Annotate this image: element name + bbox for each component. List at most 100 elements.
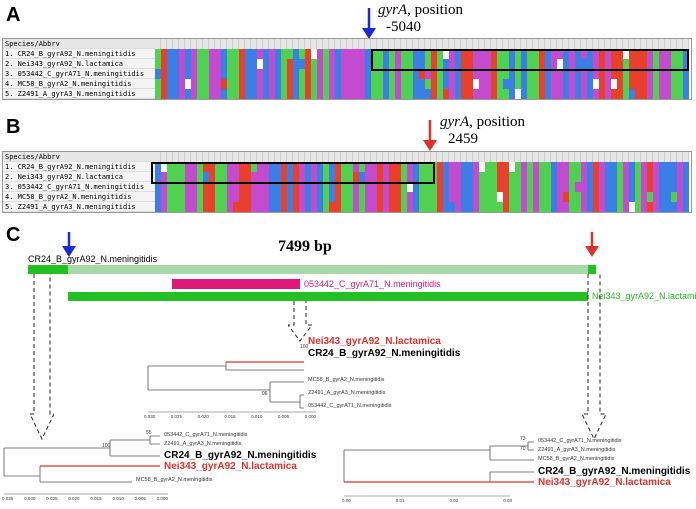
nucleotide-cell (335, 49, 341, 59)
ruler-cell (557, 152, 563, 162)
ruler-cell (611, 152, 617, 162)
nucleotide-cell (191, 59, 197, 69)
nucleotide-cell (161, 162, 167, 172)
nucleotide-cell (353, 79, 359, 89)
nucleotide-cell (221, 49, 227, 59)
tree-right-ticks: 0.00 0.01 0.02 0.03 (342, 498, 512, 503)
nucleotide-cell (461, 162, 467, 172)
nucleotide-cell (485, 192, 491, 202)
nucleotide-cell (617, 162, 623, 172)
nucleotide-cell (167, 172, 173, 182)
nucleotide-cell (269, 89, 275, 99)
map-bar-green (68, 292, 588, 301)
tree-left-leaf-2: Z2491_A_gyrA3_N.meningitidis (164, 441, 242, 447)
nucleotide-cell (293, 79, 299, 89)
nucleotide-cell (473, 202, 479, 212)
nucleotide-cell (509, 182, 515, 192)
nucleotide-cell (575, 69, 581, 79)
nucleotide-cell (677, 59, 683, 69)
nucleotide-cell (155, 192, 161, 202)
nucleotide-cell (551, 182, 557, 192)
nucleotide-cell (557, 172, 563, 182)
ruler-cell (449, 152, 455, 162)
ruler-cell (419, 39, 425, 49)
nucleotide-cell (611, 59, 617, 69)
nucleotide-cell (239, 89, 245, 99)
nucleotide-cell (209, 182, 215, 192)
nucleotide-cell (203, 69, 209, 79)
nucleotide-cell (683, 49, 689, 59)
nucleotide-cell (383, 172, 389, 182)
ruler-cell (533, 152, 539, 162)
nucleotide-cell (467, 172, 473, 182)
ruler-cell (683, 152, 689, 162)
sequence-row (155, 182, 689, 192)
nucleotide-cell (635, 162, 641, 172)
nucleotide-cell (455, 59, 461, 69)
nucleotide-cell (665, 202, 671, 212)
ruler-cell (287, 39, 293, 49)
connector-left-icon (30, 274, 54, 441)
nucleotide-cell (353, 49, 359, 59)
nucleotide-cell (509, 79, 515, 89)
nucleotide-cell (665, 49, 671, 59)
nucleotide-cell (461, 182, 467, 192)
nucleotide-cell (659, 89, 665, 99)
ruler-cell (677, 39, 683, 49)
nucleotide-cell (599, 89, 605, 99)
ruler-cell (533, 39, 539, 49)
nucleotide-cell (287, 59, 293, 69)
panel-b-annotation: gyrA, position 2459 (440, 114, 525, 148)
nucleotide-cell (575, 79, 581, 89)
sequence-row (155, 69, 689, 79)
nucleotide-cell (677, 202, 683, 212)
nucleotide-cell (527, 59, 533, 69)
nucleotide-cell (569, 192, 575, 202)
nucleotide-cell (245, 192, 251, 202)
nucleotide-cell (401, 182, 407, 192)
nucleotide-cell (545, 49, 551, 59)
ruler-cell (515, 152, 521, 162)
nucleotide-cell (431, 49, 437, 59)
nucleotide-cell (239, 162, 245, 172)
ruler-cell (593, 152, 599, 162)
nucleotide-cell (491, 162, 497, 172)
ruler-cell (479, 152, 485, 162)
nucleotide-cell (329, 162, 335, 172)
tree-center-leaf-4: Z2491_A_gyrA3_N.meningitidis (308, 390, 386, 396)
tree-center: 100 96 Nei343_gyrA92_N.lactamica CR24_B_… (140, 336, 460, 424)
nucleotide-cell (401, 49, 407, 59)
tree-center-ticks: 0.030 0.025 0.020 0.015 0.010 0.005 0.00… (144, 414, 316, 419)
nucleotide-cell (461, 49, 467, 59)
nucleotide-cell (581, 69, 587, 79)
nucleotide-cell (569, 202, 575, 212)
nucleotide-cell (377, 69, 383, 79)
ruler-cell (413, 39, 419, 49)
nucleotide-cell (449, 172, 455, 182)
nucleotide-cell (377, 49, 383, 59)
nucleotide-cell (317, 89, 323, 99)
nucleotide-cell (161, 89, 167, 99)
nucleotide-cell (203, 79, 209, 89)
nucleotide-cell (599, 79, 605, 89)
ruler-cell (209, 152, 215, 162)
nucleotide-cell (293, 182, 299, 192)
tree-right: 73 70 053442_C_gyrA71_N.meningitidis Z24… (340, 434, 694, 508)
alignment-b-header: Species/Abbrv (3, 152, 155, 162)
nucleotide-cell (671, 79, 677, 89)
nucleotide-cell (173, 79, 179, 89)
nucleotide-cell (485, 172, 491, 182)
sequence-row (155, 59, 689, 69)
nucleotide-cell (527, 172, 533, 182)
nucleotide-cell (545, 202, 551, 212)
nucleotide-cell (587, 59, 593, 69)
nucleotide-cell (359, 192, 365, 202)
ruler-cell (311, 152, 317, 162)
nucleotide-cell (269, 59, 275, 69)
nucleotide-cell (329, 192, 335, 202)
nucleotide-cell (305, 89, 311, 99)
nucleotide-cell (209, 69, 215, 79)
ruler-cell (623, 152, 629, 162)
nucleotide-cell (341, 49, 347, 59)
ruler-cell (497, 152, 503, 162)
